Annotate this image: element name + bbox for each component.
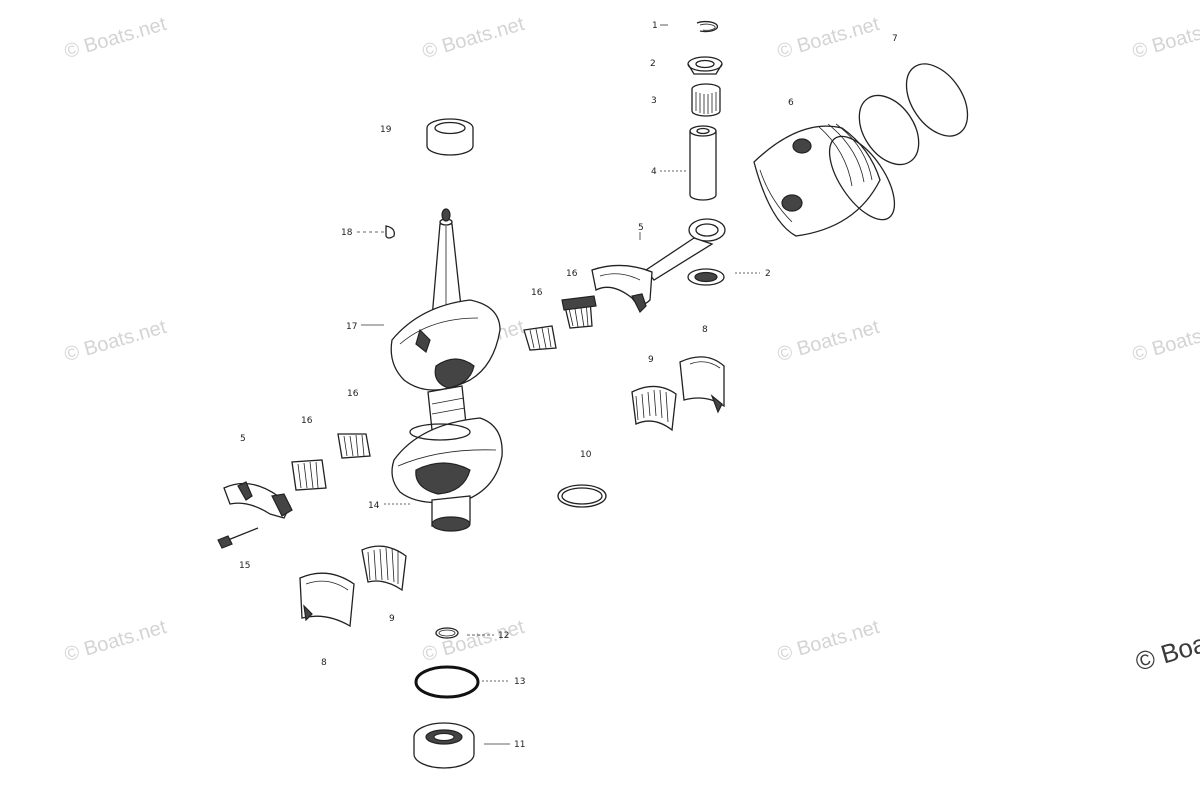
part-11-oil-seal xyxy=(413,722,475,769)
part-18-key xyxy=(385,225,395,239)
callout-2: 2 xyxy=(650,59,656,69)
part-5-rod-cap xyxy=(223,481,293,519)
callout-15: 15 xyxy=(239,561,250,571)
callout-2: 2 xyxy=(765,269,771,279)
part-19-top-main-bearing xyxy=(426,118,474,156)
part-4-piston-pin xyxy=(689,125,717,201)
callout-14: 14 xyxy=(368,501,380,511)
callout-11: 11 xyxy=(514,740,525,750)
part-16-rollers-left-b xyxy=(291,459,327,491)
part-3-needle-bearing xyxy=(691,83,721,117)
callout-7: 7 xyxy=(892,34,898,44)
callout-16: 16 xyxy=(347,389,359,399)
callout-19: 19 xyxy=(380,125,392,135)
part-2-thrust-washer-top xyxy=(687,56,723,75)
callout-6: 6 xyxy=(788,98,794,108)
callout-5: 5 xyxy=(240,434,246,444)
part-5-connecting-rod xyxy=(591,218,726,314)
callout-12: 12 xyxy=(498,631,509,641)
callout-labels: 1 2 3 4 5 2 6 7 8 9 16 16 16 16 19 18 17… xyxy=(239,21,898,750)
callout-16: 16 xyxy=(531,288,543,298)
callout-16: 16 xyxy=(301,416,313,426)
callout-9: 9 xyxy=(389,614,395,624)
part-9-bearing-half-right xyxy=(631,385,677,432)
callout-1: 1 xyxy=(652,21,658,31)
part-13-o-ring-large xyxy=(414,665,480,699)
part-17-crankshaft xyxy=(390,208,503,532)
part-6-piston xyxy=(753,123,896,237)
callout-3: 3 xyxy=(651,96,657,106)
part-8-bearing-half-left xyxy=(299,572,355,628)
part-1-retaining-ring xyxy=(696,20,719,33)
callout-16: 16 xyxy=(566,269,578,279)
callout-4: 4 xyxy=(651,167,657,177)
callout-8: 8 xyxy=(321,658,327,668)
part-12-o-ring xyxy=(435,627,459,639)
part-8-bearing-half-right xyxy=(679,356,725,414)
callout-8: 8 xyxy=(702,325,708,335)
part-10-seal-ring xyxy=(557,484,607,508)
part-16-rollers-left-a xyxy=(337,433,371,459)
callout-18: 18 xyxy=(341,228,353,238)
part-16-rollers-upper-right xyxy=(561,295,597,329)
callout-13: 13 xyxy=(514,677,525,687)
callout-9: 9 xyxy=(648,355,654,365)
part-7-piston-rings xyxy=(858,63,969,166)
part-9-bearing-half-left xyxy=(361,545,407,592)
callout-5: 5 xyxy=(638,223,644,233)
callout-17: 17 xyxy=(346,322,357,332)
part-2-thrust-washer-bottom xyxy=(687,268,725,286)
leader-lines xyxy=(357,24,760,745)
callout-10: 10 xyxy=(580,450,592,460)
part-16-rollers-upper-left xyxy=(523,325,557,351)
part-15-cap-screw xyxy=(217,527,259,549)
